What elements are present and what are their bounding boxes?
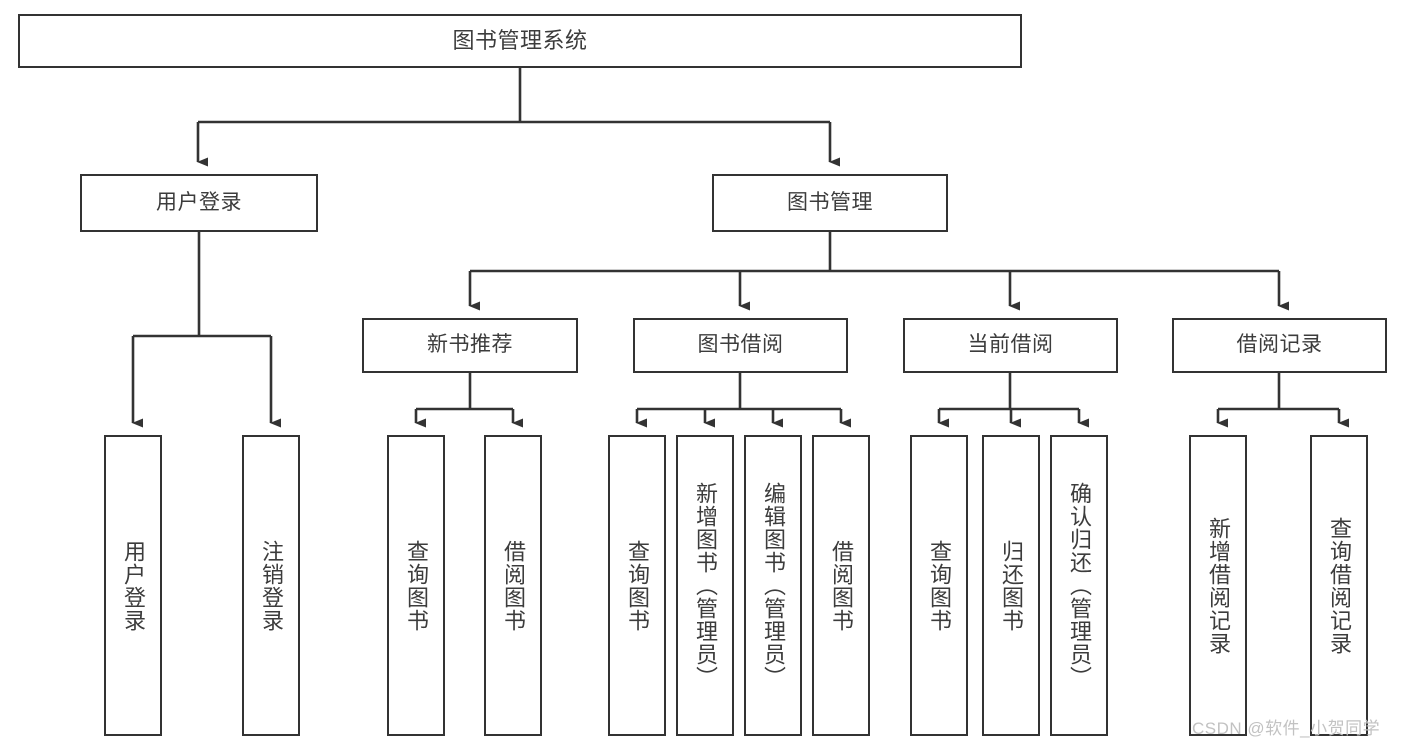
node-label: 新增借阅记录 — [1205, 516, 1231, 655]
node-label: 查询借阅记录 — [1326, 516, 1352, 655]
leaf-borrow-books-new[interactable]: 借阅图书 — [484, 435, 542, 736]
leaf-add-borrow-record[interactable]: 新增借阅记录 — [1189, 435, 1247, 736]
leaf-confirm-return-admin[interactable]: 确认归还（管理员） — [1050, 435, 1108, 736]
node-label: 查询图书 — [926, 539, 952, 632]
node-label: 编辑图书（管理员） — [760, 482, 786, 689]
leaf-query-borrow-record[interactable]: 查询借阅记录 — [1310, 435, 1368, 736]
leaf-query-books-borrow[interactable]: 查询图书 — [608, 435, 666, 736]
node-label: 借阅记录 — [1236, 333, 1323, 357]
leaf-user-login[interactable]: 用户登录 — [104, 435, 162, 736]
leaf-borrow-books[interactable]: 借阅图书 — [812, 435, 870, 736]
node-label: 用户登录 — [156, 190, 242, 214]
node-label: 新书推荐 — [427, 333, 513, 357]
node-book-management[interactable]: 图书管理 — [712, 174, 948, 232]
leaf-add-book-admin[interactable]: 新增图书（管理员） — [676, 435, 734, 736]
node-label: 图书借阅 — [697, 333, 784, 357]
csdn-watermark: CSDN @软件_小贺同学 — [1192, 719, 1381, 738]
node-label: 注销登录 — [258, 539, 284, 632]
leaf-query-books-new[interactable]: 查询图书 — [387, 435, 445, 736]
node-label: 查询图书 — [403, 539, 429, 632]
node-label: 新增图书（管理员） — [692, 482, 718, 689]
node-current-borrowing[interactable]: 当前借阅 — [903, 318, 1118, 373]
node-label: 图书管理系统 — [452, 28, 588, 54]
leaf-edit-book-admin[interactable]: 编辑图书（管理员） — [744, 435, 802, 736]
node-new-book-recommendation[interactable]: 新书推荐 — [362, 318, 578, 373]
node-label: 确认归还（管理员） — [1066, 482, 1092, 689]
node-label: 归还图书 — [998, 539, 1024, 632]
node-label: 用户登录 — [120, 539, 146, 632]
leaf-logout[interactable]: 注销登录 — [242, 435, 300, 736]
node-user-login[interactable]: 用户登录 — [80, 174, 318, 232]
node-label: 借阅图书 — [500, 539, 526, 632]
node-root-book-management-system[interactable]: 图书管理系统 — [18, 14, 1022, 68]
node-book-borrowing[interactable]: 图书借阅 — [633, 318, 848, 373]
node-label: 查询图书 — [624, 539, 650, 632]
node-label: 当前借阅 — [967, 333, 1054, 357]
node-label: 借阅图书 — [828, 539, 854, 632]
leaf-return-books[interactable]: 归还图书 — [982, 435, 1040, 736]
node-borrowing-records[interactable]: 借阅记录 — [1172, 318, 1387, 373]
node-label: 图书管理 — [787, 190, 873, 214]
leaf-query-books-current[interactable]: 查询图书 — [910, 435, 968, 736]
